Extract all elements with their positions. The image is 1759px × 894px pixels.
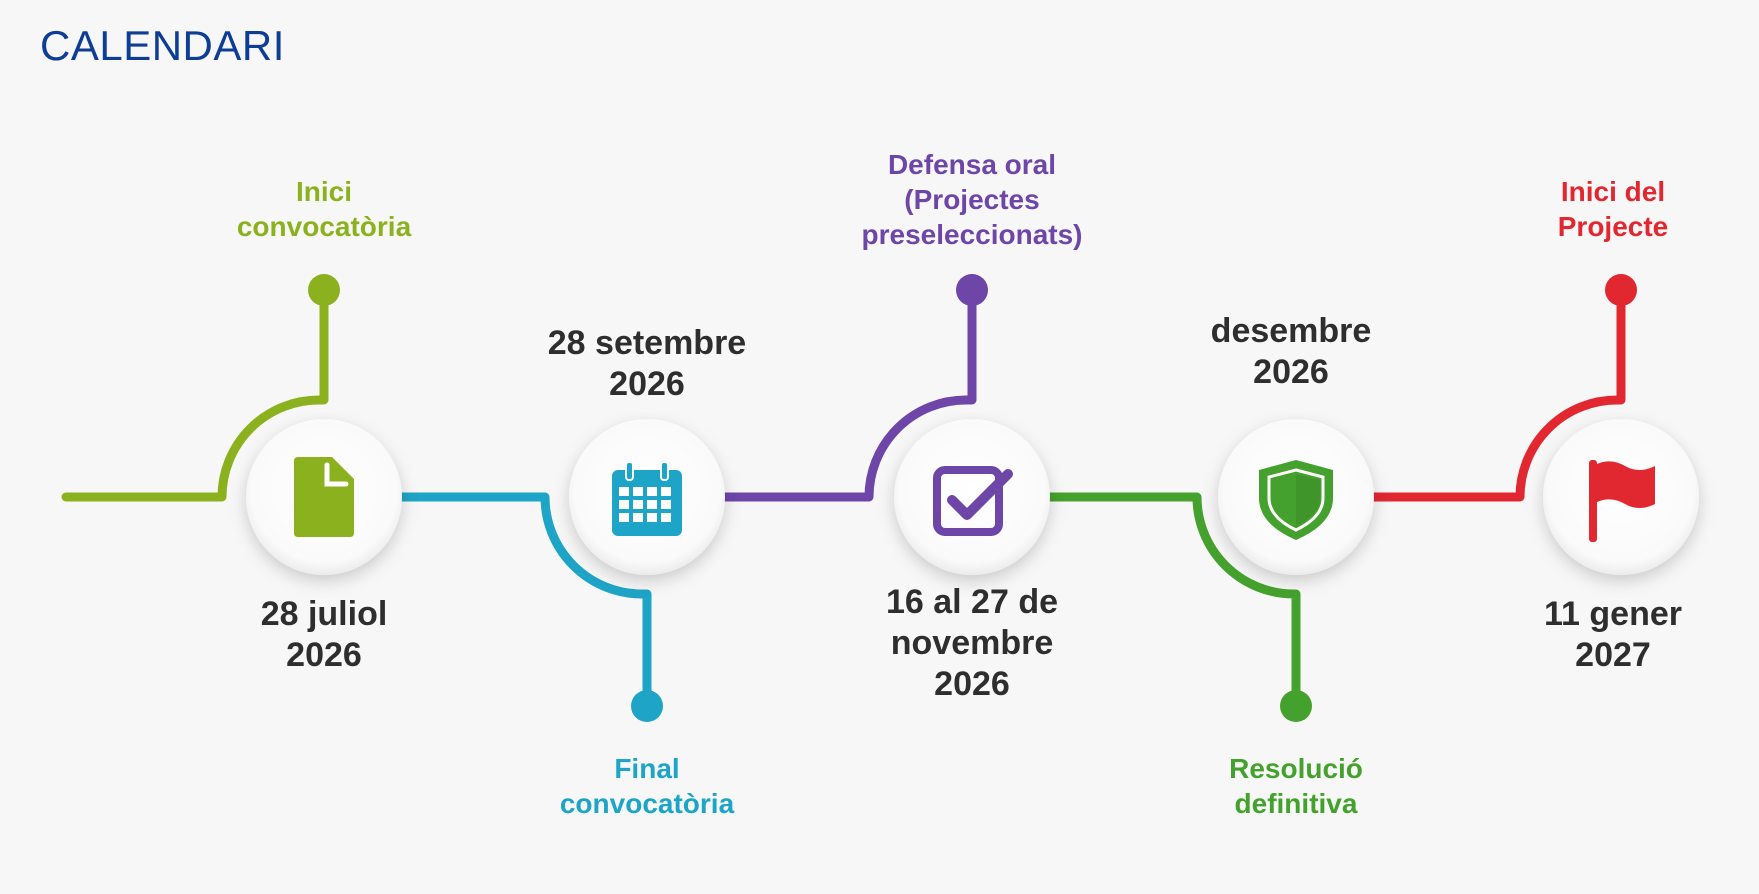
calendar-icon bbox=[612, 461, 682, 536]
endpoint-dot bbox=[1605, 274, 1637, 306]
milestone-2-date: 28 setembre 2026 bbox=[547, 324, 747, 403]
checkbox-icon bbox=[933, 466, 1013, 536]
connector-dgreen bbox=[1043, 492, 1301, 708]
milestone-4-date: desembre 2026 bbox=[1210, 312, 1372, 391]
milestone-2-event: Final convocatòria bbox=[559, 753, 735, 819]
connector-purple bbox=[718, 288, 977, 502]
page-title: CALENDARI bbox=[40, 22, 285, 69]
document-icon bbox=[294, 457, 354, 537]
milestone-4-event: Resolució definitiva bbox=[1229, 753, 1363, 819]
flag-icon bbox=[1589, 460, 1655, 542]
connector-green bbox=[61, 288, 329, 502]
connector-red bbox=[1367, 288, 1626, 502]
endpoint-dot bbox=[308, 274, 340, 306]
icon-circle bbox=[894, 419, 1050, 575]
milestone-1-date: 28 juliol 2026 bbox=[260, 595, 388, 674]
connector-blue bbox=[395, 492, 652, 708]
milestone-3-date: 16 al 27 de novembre 2026 bbox=[885, 583, 1058, 703]
endpoint-dot bbox=[956, 274, 988, 306]
milestone-5-date: 11 gener 2027 bbox=[1544, 595, 1682, 674]
milestone-1-event: Inici convocatòria bbox=[236, 176, 412, 242]
endpoint-dot bbox=[631, 690, 663, 722]
shield-icon bbox=[1259, 460, 1333, 540]
endpoint-dot bbox=[1280, 690, 1312, 722]
milestone-3-event: Defensa oral (Projectes preseleccionats) bbox=[861, 149, 1083, 250]
milestone-5-event: Inici del Projecte bbox=[1557, 176, 1669, 242]
